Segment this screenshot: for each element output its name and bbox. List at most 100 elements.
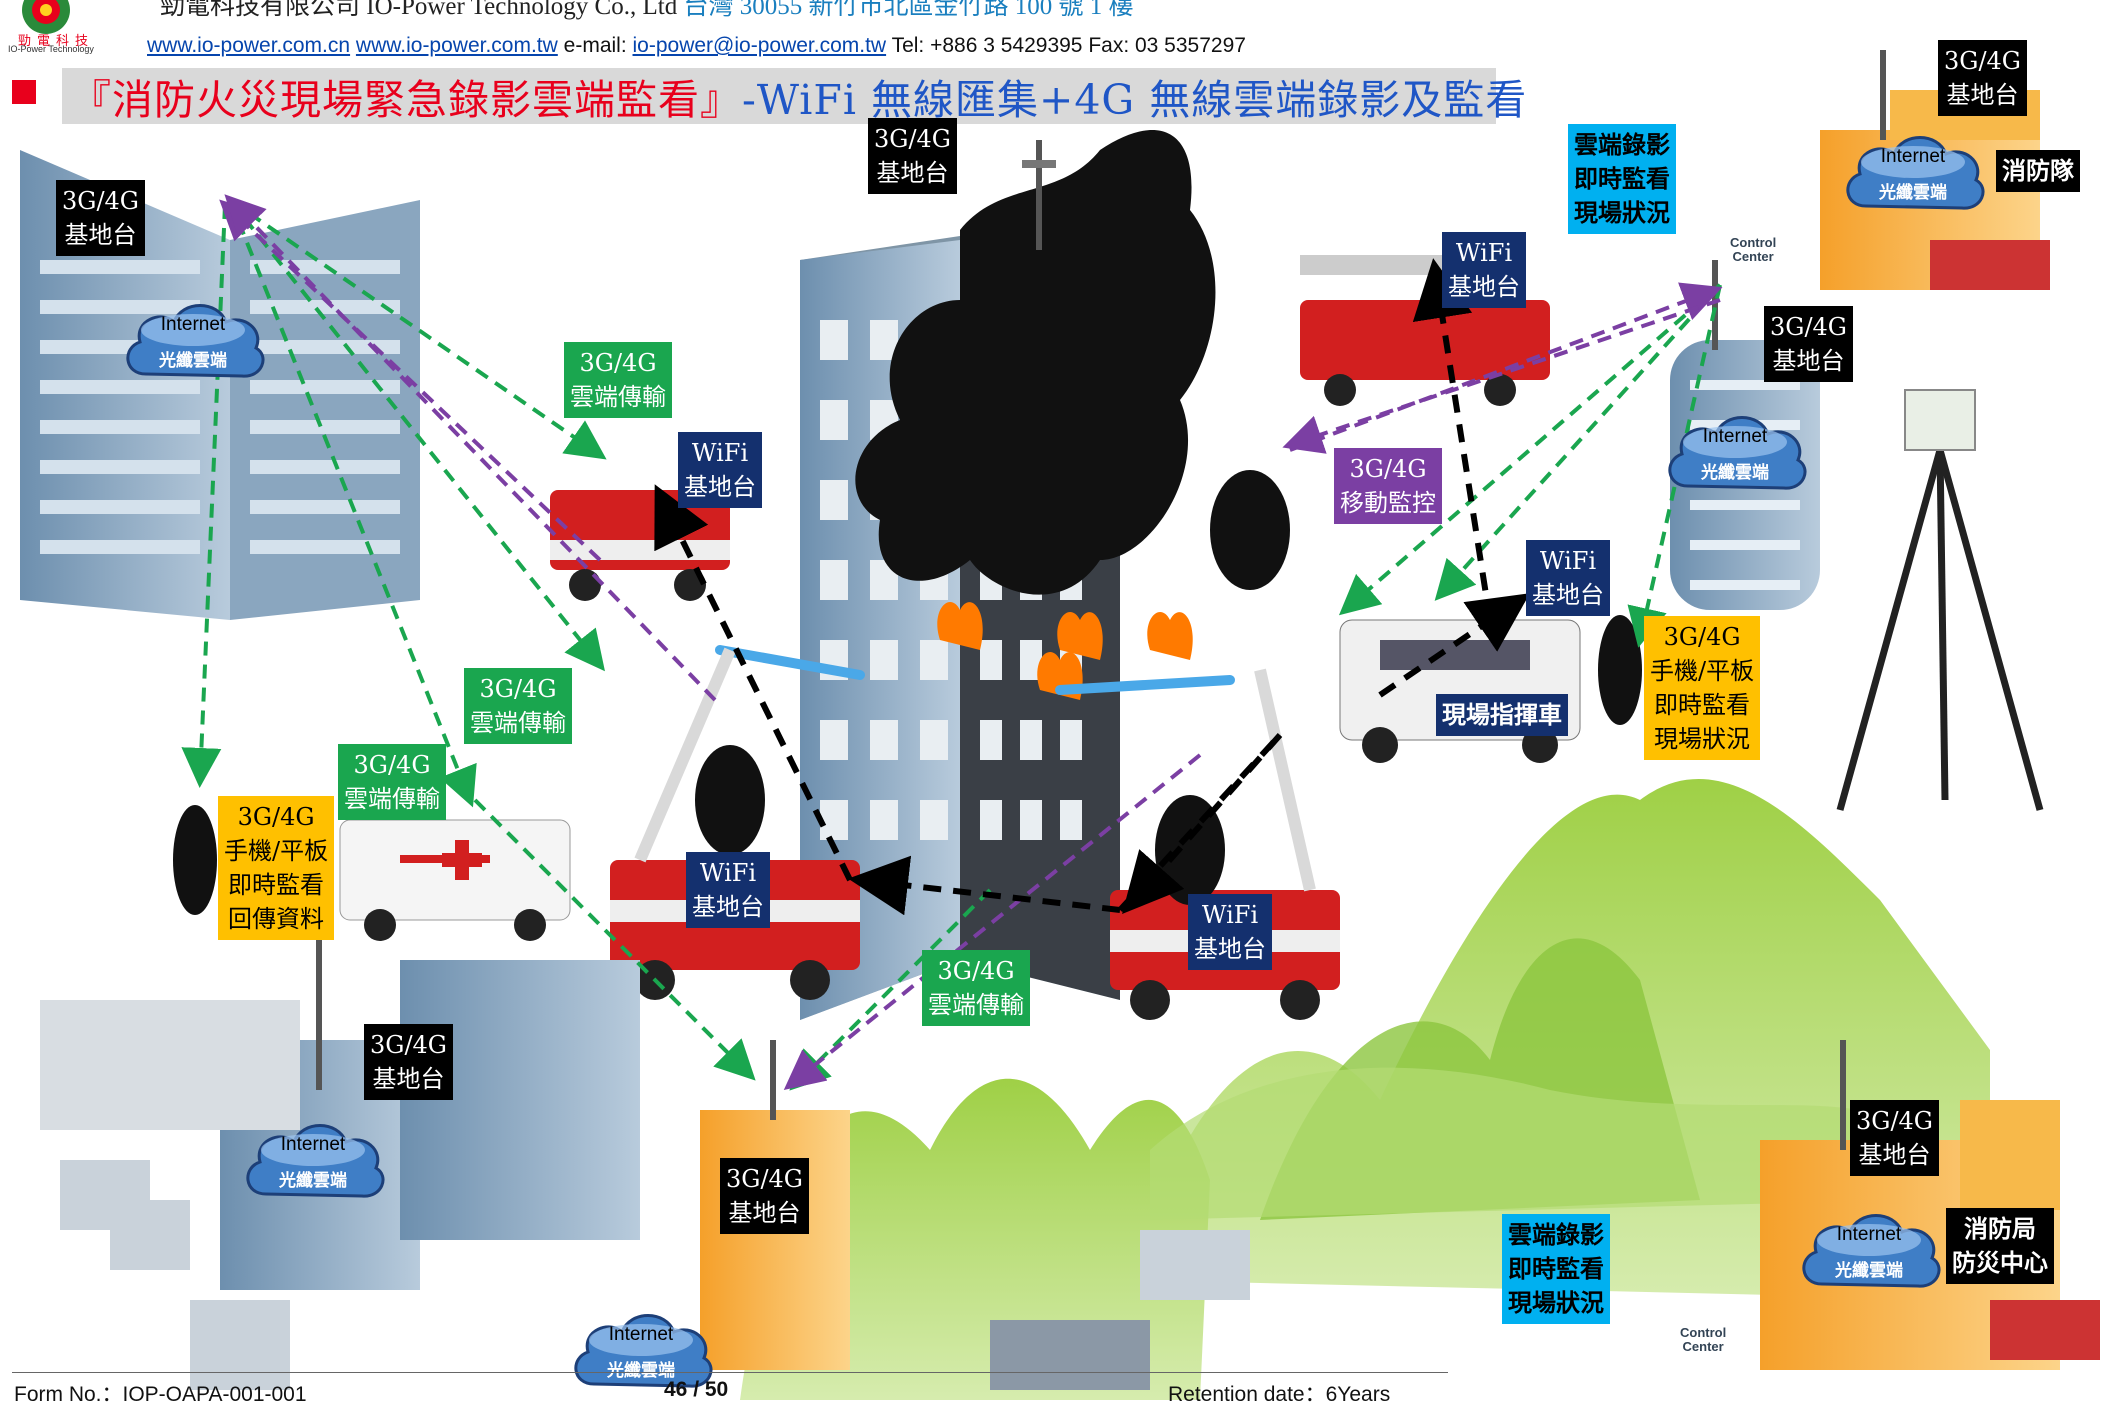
cloud-line-1: Internet	[1880, 146, 1946, 167]
phone-tablet-left: 3G/4G 手機/平板 即時監看回傳資料	[218, 796, 335, 940]
label-line: 雲端錄影	[1574, 130, 1670, 159]
contact-line: www.io-power.com.cn www.io-power.com.tw …	[147, 34, 1246, 58]
logo-subtext: IO-Power Technology	[8, 44, 94, 54]
label-line: 現場狀況	[1654, 725, 1751, 753]
label-line: 基地台	[64, 221, 137, 249]
label-line: 基地台	[1194, 935, 1266, 963]
cloud-icon	[1846, 136, 1985, 210]
label-line: Center	[1732, 249, 1774, 264]
label-line: 基地台	[1532, 581, 1604, 609]
label-line: 移動監控	[1340, 489, 1436, 517]
title-bar	[62, 68, 1496, 124]
tel-fax: Tel: +886 3 5429395 Fax: 03 5357297	[891, 34, 1246, 57]
page-title: 『消防火災現場緊急錄影雲端監看』-WiFi 無線匯集+4G 無線雲端錄影及監看	[70, 66, 1527, 126]
ambulance	[339, 819, 571, 941]
command-vehicle-label: 現場指揮車	[1436, 694, 1568, 736]
cloud-line-2: 光纖雲端	[1835, 1261, 1903, 1280]
label-line: 3G/4G	[370, 1031, 447, 1059]
company-name: 勁電科技有限公司 IO-Power Technology Co., Ltd	[160, 0, 678, 20]
internet-cloud-fire-bureau: Internet 光纖雲端	[1794, 1202, 1944, 1302]
cloud-line-2: 光纖雲端	[1701, 463, 1769, 482]
company-header: 勁電科技有限公司 IO-Power Technology Co., Ltd 台灣…	[160, 0, 1133, 22]
label-line: 基地台	[1772, 347, 1845, 375]
title-bullet-icon	[12, 80, 36, 104]
url-cn-link[interactable]: www.io-power.com.cn	[147, 34, 351, 57]
label-line: 基地台	[1858, 1141, 1931, 1169]
cloud-icon	[574, 1314, 713, 1388]
current-page: 46	[664, 1378, 688, 1401]
label-line: 雲端錄影	[1508, 1220, 1604, 1249]
bs-3g4g-top-left: 3G/4G 基地台	[56, 180, 145, 256]
label-line: 雲端傳輸	[344, 785, 440, 813]
total-pages: 50	[704, 1378, 729, 1401]
label-line: 現場狀況	[1508, 1288, 1604, 1317]
label-line: 3G/4G	[579, 349, 657, 377]
label-line: 基地台	[728, 1199, 801, 1227]
fire-brigade-label: 消防隊	[1996, 150, 2080, 192]
label-line: 手機/平板	[224, 837, 329, 865]
label-line: 基地台	[876, 159, 949, 187]
label-line: 3G/4G	[1944, 47, 2021, 75]
label-line: 回傳資料	[228, 905, 325, 933]
bs-3g4g-bottom-center: 3G/4G 基地台	[720, 1158, 809, 1234]
url-tw-link[interactable]: www.io-power.com.tw	[355, 34, 558, 57]
label-line: Control	[1680, 1325, 1727, 1340]
label-line: 3G/4G	[62, 187, 139, 215]
label-line: 3G/4G	[726, 1165, 803, 1193]
green-3g4g-links	[181, 198, 1722, 1091]
email-link[interactable]: io-power@io-power.com.tw	[632, 34, 887, 57]
label-line: 即時監看	[1574, 164, 1670, 193]
fire-bureau-label: 消防局防災中心	[1946, 1208, 2054, 1284]
cloud-line-2: 光纖雲端	[1879, 183, 1947, 202]
cloud-line-1: Internet	[608, 1324, 674, 1345]
label-line: 3G/4G	[237, 803, 315, 831]
title-part-2: -WiFi 無線匯集+4G 無線雲端錄影及監看	[742, 76, 1528, 124]
wifi-bs-center-right: WiFi 基地台	[1188, 894, 1272, 970]
burning-tower	[800, 130, 1216, 1020]
label-line: 雲端傳輸	[928, 991, 1024, 1019]
cloud-line-2: 光纖雲端	[607, 1361, 675, 1380]
cloud-tx-ambulance: 3G/4G 雲端傳輸	[338, 744, 446, 820]
logo-text: 勁電科技	[18, 34, 95, 49]
cloud-line-1: Internet	[280, 1134, 346, 1155]
label-line: 消防局	[1964, 1214, 2036, 1243]
label-line: 3G/4G	[353, 751, 431, 779]
email-label: e-mail:	[563, 34, 627, 57]
label-line: 即時監看	[228, 871, 325, 899]
wifi-bs-fire-truck: WiFi 基地台	[678, 432, 762, 508]
black-wifi-links	[654, 258, 1530, 916]
cloud-line-1: Internet	[160, 314, 226, 335]
cloud-line-1: Internet	[1836, 1224, 1902, 1245]
title-part-1: 『消防火災現場緊急錄影雲端監看』	[70, 76, 742, 124]
retention-date: Retention date：6Years	[1168, 1383, 1391, 1406]
label-line: WiFi	[1201, 901, 1259, 929]
company-logo: 勁電科技 IO-Power Technology	[4, 0, 144, 62]
label-line: 基地台	[684, 473, 756, 501]
label-line: WiFi	[691, 439, 749, 467]
orange-building-bottom-center	[700, 1040, 850, 1370]
cloud-line-2: 光纖雲端	[159, 351, 227, 370]
cloud-icon	[246, 1124, 385, 1198]
cloud-icon	[1802, 1214, 1941, 1288]
company-address: 台灣 30055 新竹市北區金竹路 100 號 1 樓	[683, 0, 1134, 20]
label-line: 現場狀況	[1574, 198, 1670, 227]
cloud-icon	[126, 304, 265, 378]
label-line: 手機/平板	[1650, 657, 1755, 685]
label-line: 雲端傳輸	[470, 709, 566, 737]
